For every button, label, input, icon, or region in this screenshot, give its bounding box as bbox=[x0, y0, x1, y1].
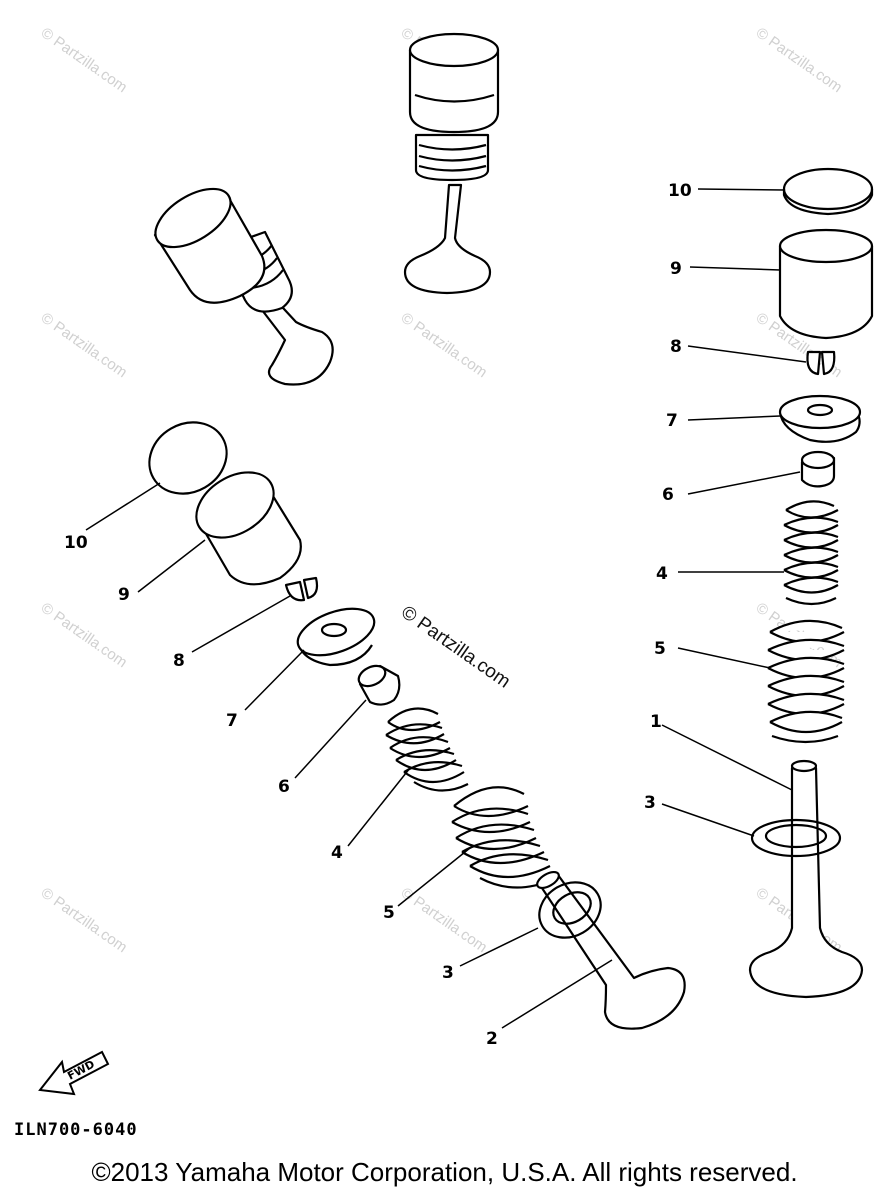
callout-left-10: 10 bbox=[64, 533, 88, 553]
part-5-outer-spring bbox=[451, 786, 553, 889]
part-2-valve bbox=[538, 873, 686, 1030]
callouts: 10 9 8 7 6 4 5 1 3 10 9 8 7 6 4 5 3 2 bbox=[64, 181, 692, 1049]
valve-exploded-right bbox=[748, 167, 874, 999]
callout-left-3: 3 bbox=[442, 963, 454, 983]
watermark: © Partzilla.com bbox=[38, 309, 131, 381]
watermark: © Partzilla.com bbox=[38, 599, 131, 671]
part-9-lifter bbox=[778, 244, 874, 340]
copyright-notice: ©2013 Yamaha Motor Corporation, U.S.A. A… bbox=[91, 1157, 798, 1187]
diagram-code: ILN700-6040 bbox=[14, 1120, 138, 1140]
callout-right-3: 3 bbox=[644, 793, 656, 813]
assembled-valve-top-center bbox=[403, 32, 500, 295]
part-4-inner-spring bbox=[783, 500, 839, 606]
part-10-shim bbox=[148, 421, 228, 495]
callout-right-7: 7 bbox=[666, 411, 678, 431]
callout-right-8: 8 bbox=[670, 337, 682, 357]
callout-right-1: 1 bbox=[650, 712, 662, 732]
callout-right-6: 6 bbox=[662, 485, 674, 505]
watermark: © Partzilla.com bbox=[38, 24, 131, 96]
callout-left-2: 2 bbox=[486, 1029, 498, 1049]
callout-left-9: 9 bbox=[118, 585, 130, 605]
callout-left-8: 8 bbox=[173, 651, 185, 671]
leader-lines bbox=[85, 188, 807, 1029]
part-3-washer bbox=[750, 818, 842, 858]
callout-right-5: 5 bbox=[654, 639, 666, 659]
part-10-shim bbox=[782, 167, 874, 211]
part-5-outer-spring bbox=[767, 619, 845, 744]
part-3-washer bbox=[538, 881, 602, 939]
assembled-valve-top-left bbox=[153, 187, 334, 386]
part-4-inner-spring bbox=[385, 707, 469, 792]
fwd-arrow-icon: FWD bbox=[38, 1050, 110, 1096]
callout-right-9: 9 bbox=[670, 259, 682, 279]
part-8-cotter bbox=[284, 576, 319, 602]
watermark: © Partzilla.com bbox=[753, 24, 846, 96]
callout-left-4: 4 bbox=[331, 843, 343, 863]
watermark: © Partzilla.com bbox=[38, 884, 131, 956]
callout-left-5: 5 bbox=[383, 903, 395, 923]
callout-left-6: 6 bbox=[278, 777, 290, 797]
center-watermark: © Partzilla.com bbox=[397, 602, 514, 693]
part-8-cotter bbox=[806, 350, 836, 376]
callout-right-4: 4 bbox=[656, 564, 668, 584]
callout-left-7: 7 bbox=[226, 711, 238, 731]
watermark: © Partzilla.com bbox=[398, 309, 491, 381]
valve-exploded-left bbox=[148, 421, 686, 1030]
callout-right-10: 10 bbox=[668, 181, 692, 201]
part-1-valve bbox=[748, 766, 864, 999]
